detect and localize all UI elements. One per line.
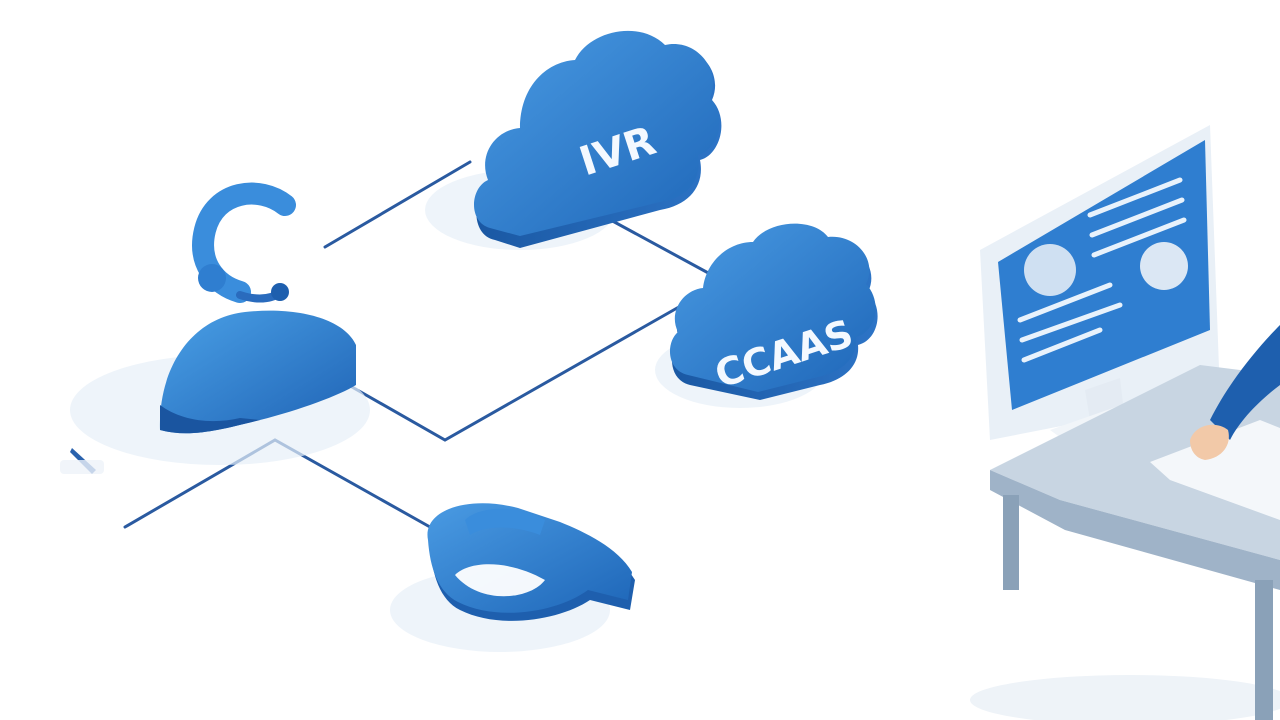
person-hand (1190, 424, 1229, 460)
screen-text-lines (1017, 177, 1187, 363)
ivr-cloud-icon: IVR (474, 30, 722, 249)
agent-headset-icon (159, 182, 356, 434)
desk-leg-left (1003, 495, 1019, 590)
ccaas-cloud-icon: CCAAS (669, 223, 878, 400)
screen-avatar-1 (1024, 244, 1076, 296)
connector-ivr-ccaas (605, 216, 714, 277)
small-handset-icon (60, 448, 104, 474)
person-arm (1210, 325, 1280, 440)
connector-agent-ivr (323, 160, 472, 249)
keyboard (1150, 420, 1280, 520)
desk-leg-right (1255, 580, 1273, 720)
workstation-icon (970, 125, 1280, 720)
phone-handset-icon (427, 503, 635, 621)
connector-agent-ccaas (350, 293, 702, 442)
screen-avatar-2 (1140, 242, 1188, 290)
